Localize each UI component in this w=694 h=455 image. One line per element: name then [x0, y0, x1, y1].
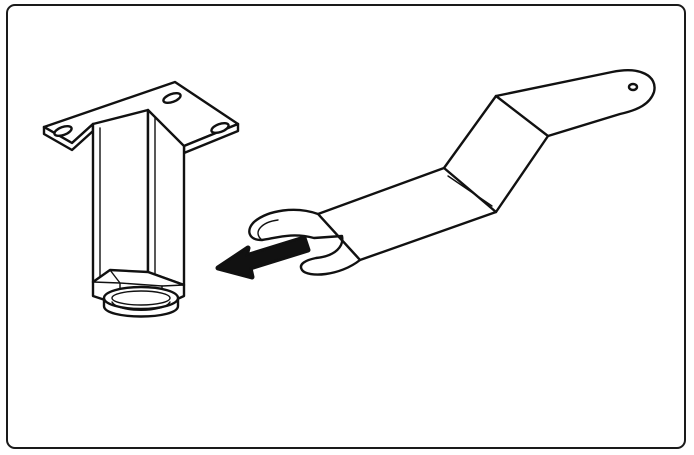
direction-arrow-icon [215, 235, 311, 280]
furniture-leg-icon [42, 80, 240, 318]
open-end-wrench-icon [248, 69, 656, 276]
